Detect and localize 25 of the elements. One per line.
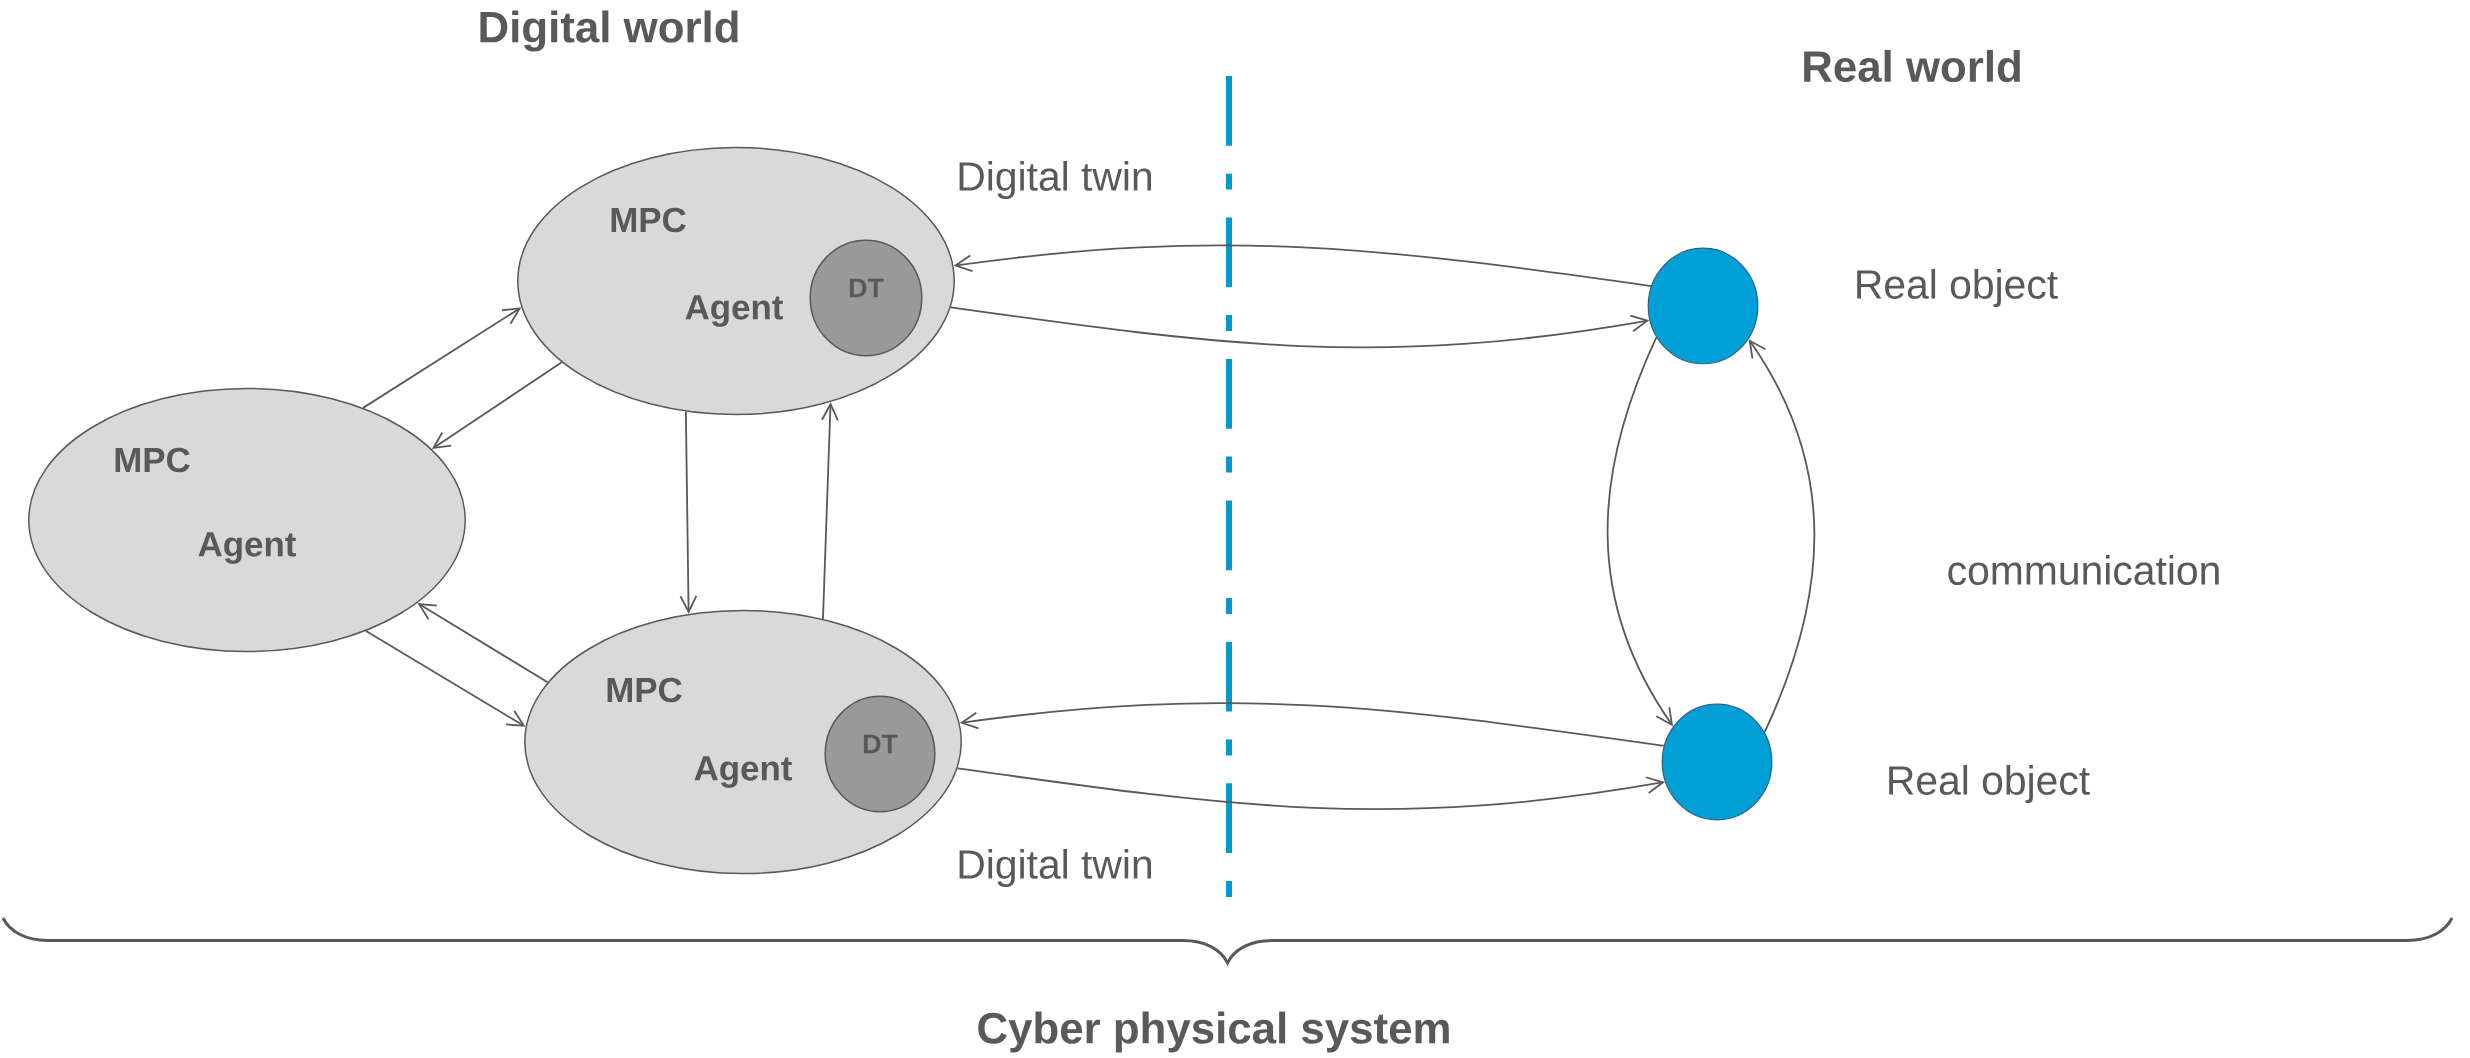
arrow (679, 410, 698, 614)
arrow (956, 767, 1665, 810)
node-label: DT (849, 278, 884, 298)
heading: Digital world (480, 10, 738, 52)
arrow (821, 402, 839, 620)
arrow (1748, 339, 1816, 734)
arrow (365, 630, 526, 727)
node-label: Agent (198, 532, 296, 564)
node-label: MPC (115, 447, 190, 473)
annotation-text: communication (1948, 555, 2219, 585)
node-label: Agent (685, 295, 783, 327)
arrow (362, 307, 522, 409)
node-caption: Real object (1857, 268, 2058, 307)
node-label: DT (863, 734, 898, 754)
arrow (959, 702, 1665, 747)
node-caption: Real object (1889, 764, 2090, 804)
arrow (431, 361, 563, 450)
node-label: MPC (607, 677, 682, 703)
arrow (1606, 336, 1674, 727)
node-label: Agent (694, 756, 792, 788)
arrow (953, 244, 1652, 287)
heading: Cyber physical system (978, 1011, 1449, 1053)
arrow (417, 603, 549, 684)
arrow (949, 306, 1650, 349)
node-label: MPC (611, 207, 686, 233)
